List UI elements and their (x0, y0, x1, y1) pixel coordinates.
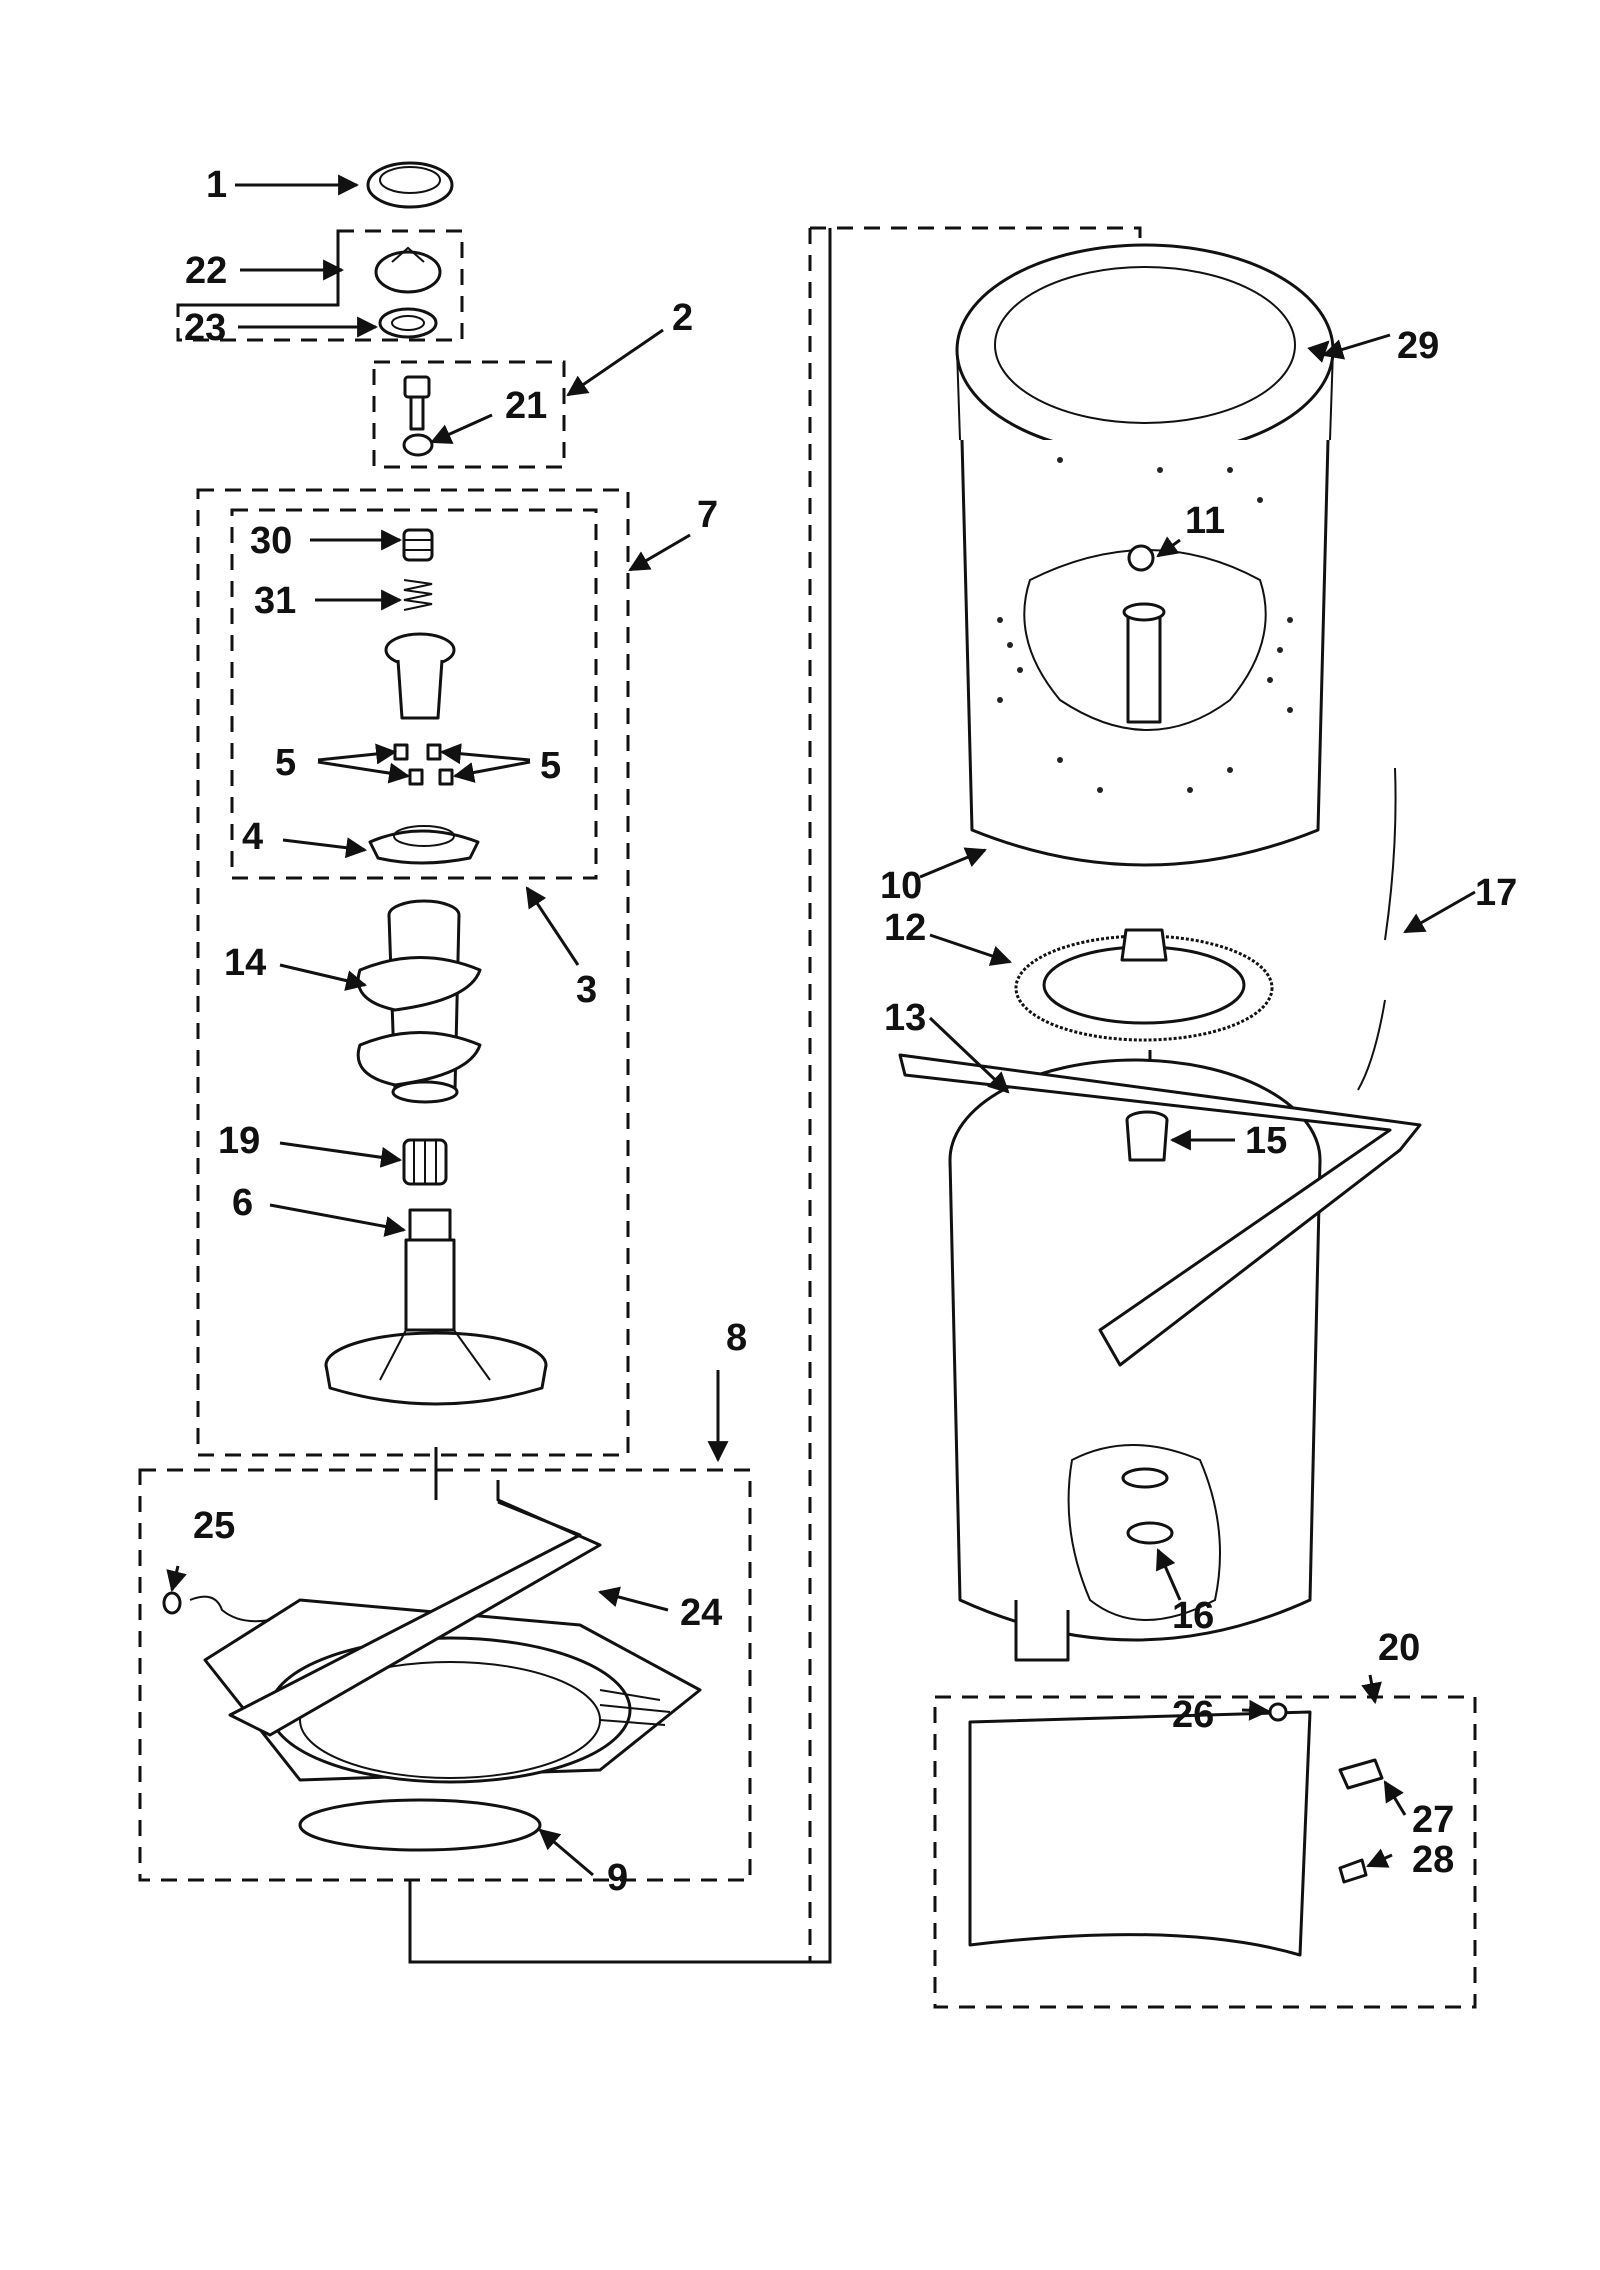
part-19-coupling (402, 1138, 448, 1186)
part-25-clip (162, 1591, 271, 1623)
callout-24: 24 (680, 1592, 722, 1634)
callout-27: 27 (1412, 1799, 1454, 1841)
callout-16: 16 (1172, 1595, 1214, 1637)
callout-30: 30 (250, 520, 292, 562)
callout-8: 8 (726, 1317, 747, 1359)
callout-5-left: 5 (275, 742, 296, 784)
part-8-base-assembly (203, 1480, 702, 1852)
part-14-auger (356, 899, 482, 1104)
callout-labels: 1 22 23 2 21 7 30 31 5 5 4 3 14 19 6 8 2… (184, 164, 1517, 1899)
part-31-spring (403, 579, 433, 611)
part-27-clip (1338, 1758, 1384, 1790)
part-23-seal (378, 307, 438, 339)
callout-10: 10 (880, 865, 922, 907)
part-28-screw (1338, 1858, 1368, 1884)
callout-14: 14 (224, 942, 266, 984)
part-22-cap-retainer (374, 246, 442, 294)
part-17-hose (1357, 767, 1397, 1091)
callout-29: 29 (1397, 325, 1439, 367)
part-30-cam (402, 528, 434, 562)
part-12-drive-hub (1014, 928, 1274, 1042)
callout-21: 21 (505, 385, 547, 427)
group-box-22 (176, 229, 464, 342)
callout-9: 9 (607, 1857, 628, 1899)
callout-26: 26 (1172, 1694, 1214, 1736)
group-box-2 (372, 360, 566, 469)
callout-17: 17 (1475, 872, 1517, 914)
callout-6: 6 (232, 1182, 253, 1224)
group-box-8 (138, 1468, 752, 1882)
part-10-basket (960, 439, 1330, 867)
callout-7: 7 (697, 494, 718, 536)
part-20-heat-shield (968, 1710, 1312, 1957)
callout-11: 11 (1185, 500, 1225, 542)
callout-22: 22 (185, 250, 227, 292)
part-29-basket-ring (955, 243, 1335, 457)
part-6-agitator-base (324, 1208, 548, 1406)
part-26-nut (1268, 1702, 1288, 1722)
part-10-basket-holes (997, 457, 1293, 793)
callout-20: 20 (1378, 1627, 1420, 1669)
part-4-dog-cam-ring (368, 825, 480, 865)
group-box-3 (230, 508, 598, 880)
callout-3: 3 (576, 969, 597, 1011)
callout-25: 25 (193, 1505, 235, 1547)
callout-12: 12 (884, 907, 926, 949)
part-15-bushing (1125, 1110, 1169, 1162)
callout-31: 31 (254, 580, 296, 622)
callout-2: 2 (672, 297, 693, 339)
part-21-bolt (402, 375, 434, 457)
callout-15: 15 (1245, 1120, 1287, 1162)
group-box-20 (933, 1695, 1477, 2009)
callout-13: 13 (884, 997, 926, 1039)
group-box-7 (196, 488, 630, 1457)
callout-23: 23 (184, 307, 226, 349)
leader-arrows (166, 174, 1476, 1877)
callout-28: 28 (1412, 1839, 1454, 1881)
part-dog-cam-housing (384, 632, 456, 720)
callout-1: 1 (206, 164, 227, 206)
callout-19: 19 (218, 1120, 260, 1162)
callout-5-right: 5 (540, 745, 561, 787)
callout-4: 4 (242, 816, 263, 858)
part-1-cap (366, 161, 454, 209)
